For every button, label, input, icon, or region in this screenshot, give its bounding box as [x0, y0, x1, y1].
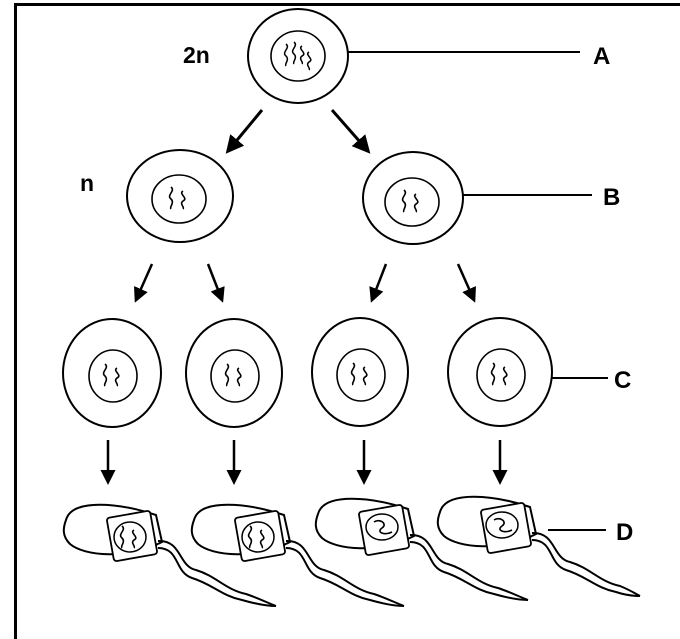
arrow — [134, 263, 154, 303]
callout-label-d: D — [616, 519, 633, 546]
sperm-cell-3 — [314, 497, 529, 601]
sperm-cell-1 — [62, 503, 277, 607]
arrow — [225, 109, 264, 154]
haploid-cell-right — [362, 151, 464, 245]
arrow — [206, 263, 225, 303]
diploid-cell — [247, 8, 349, 104]
haploid-label: n — [80, 170, 94, 196]
spermatid-cell-2 — [185, 318, 283, 428]
haploid-cell-left — [126, 149, 234, 243]
arrow — [369, 263, 388, 303]
sperm-cell-2 — [190, 503, 405, 607]
spermatid-cell-4 — [447, 317, 553, 427]
diploid-label: 2n — [183, 42, 210, 68]
spermatid-cell-1 — [62, 318, 162, 428]
arrow — [330, 109, 371, 154]
callout-label-b: B — [603, 184, 620, 211]
diagram-frame — [14, 3, 680, 639]
sperm-cell-4 — [436, 495, 641, 597]
callout-label-c: C — [614, 367, 631, 394]
arrow — [456, 263, 476, 303]
spermatid-cell-3 — [311, 317, 409, 427]
callout-label-a: A — [593, 43, 610, 70]
